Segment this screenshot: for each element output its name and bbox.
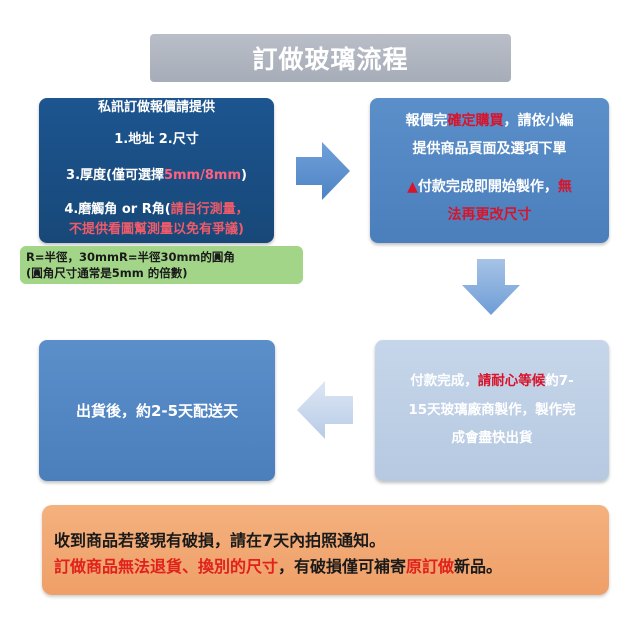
damage-notice: 收到商品若發現有破損，請在7天內拍照通知。 訂做商品無法退貨、換別的尺寸，有破損… (42, 505, 609, 595)
step1-line5: 不提供看圖幫測量以免有爭議) (69, 222, 244, 237)
step3-line2: 15天玻璃廠商製作，製作完 (408, 402, 576, 418)
arrow-right-icon (296, 142, 350, 200)
arrow-left-icon (297, 381, 353, 439)
step2-line3: ▲付款完成即開始製作，無 (407, 179, 572, 195)
step-place-order: 報價完確定購買，請依小編 提供商品頁面及選項下單 ▲付款完成即開始製作，無 法再… (370, 98, 609, 243)
radius-note: R=半徑，30mmR=半徑30mm的圓角 (圓角尺寸通常是5mm 的倍數) (20, 246, 303, 284)
page-title: 訂做玻璃流程 (150, 34, 511, 82)
warning-triangle-icon: ▲ (407, 179, 418, 195)
step-delivery: 出貨後，約2-5天配送天 (39, 340, 275, 481)
notice-line1: 收到商品若發現有破損，請在7天內拍照通知。 (54, 531, 386, 550)
step-production: 付款完成，請耐心等候約7- 15天玻璃廠商製作，製作完 成會盡快出貨 (375, 340, 609, 481)
step2-line1: 報價完確定購買，請依小編 (405, 113, 574, 129)
step3-line3: 成會盡快出貨 (451, 430, 533, 446)
step3-line1: 付款完成，請耐心等候約7- (410, 373, 574, 389)
step2-line4: 法再更改尺寸 (447, 207, 532, 223)
step2-line2: 提供商品頁面及選項下單 (412, 141, 567, 157)
notice-line2: 訂做商品無法退貨、換別的尺寸，有破損僅可補寄原訂做新品。 (54, 557, 503, 576)
step1-line3: 3.厚度(僅可選擇5mm/8mm) (66, 168, 247, 183)
step4-text: 出貨後，約2-5天配送天 (75, 402, 239, 420)
step1-line4: 4.磨觸角 or R角(請自行測量， (64, 202, 249, 217)
arrow-down-icon (462, 259, 520, 315)
step1-line1: 私訊訂做報價請提供 (97, 100, 215, 115)
step-request-quote: 私訊訂做報價請提供 1.地址 2.尺寸 3.厚度(僅可選擇5mm/8mm) 4.… (39, 98, 274, 243)
step1-line2: 1.地址 2.尺寸 (114, 132, 199, 147)
